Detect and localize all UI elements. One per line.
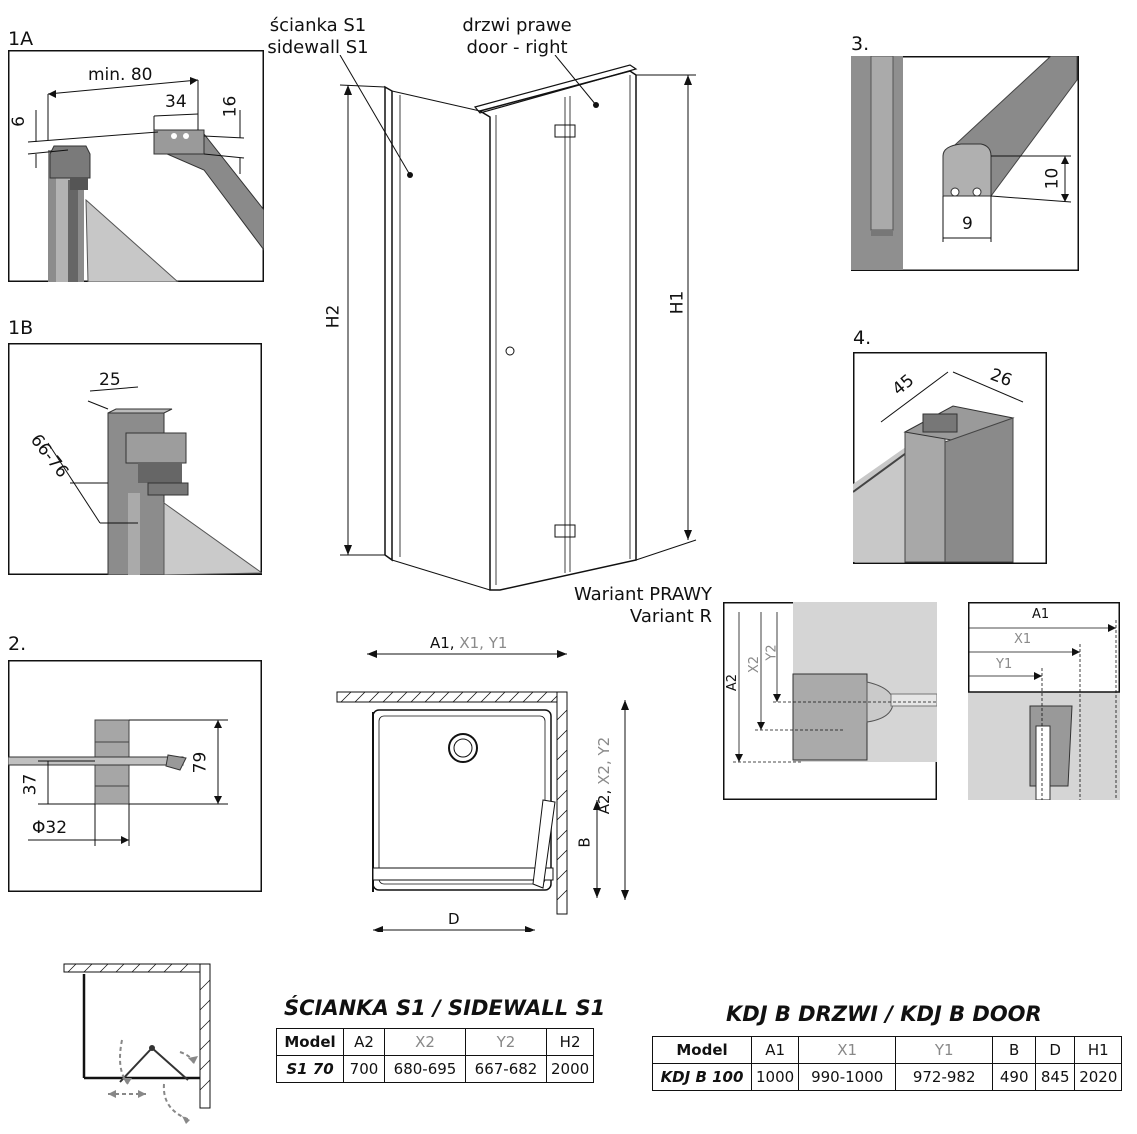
- dim-phi32: Φ32: [32, 818, 68, 838]
- plan-dim-d: D: [448, 910, 460, 928]
- main-elevation-drawing: [339, 55, 697, 591]
- door-cell-b: 490: [992, 1063, 1037, 1091]
- variant-caption: Wariant PRAWY Variant R: [552, 584, 712, 628]
- plan-dim-a1-black: A1,: [430, 634, 455, 652]
- door-th-h1: H1: [1074, 1036, 1123, 1064]
- sidewall-cell-h2: 2000: [545, 1055, 595, 1083]
- dim-6: 6: [8, 116, 29, 127]
- detail-2-drawing: [8, 660, 262, 892]
- front-dim-a1: A1: [1032, 607, 1050, 622]
- plan-view-drawing: [336, 650, 629, 932]
- door-cell-x1: 990-1000: [798, 1063, 897, 1091]
- sidewall-table-title: ŚCIANKA S1 / SIDEWALL S1: [284, 996, 606, 1020]
- door-callout-pl: drzwi prawe: [462, 15, 572, 36]
- dim-h2: H2: [323, 304, 344, 329]
- detail-1a-drawing: [8, 50, 264, 282]
- sidewall-th-y2: Y2: [465, 1028, 547, 1056]
- plan-dim-a2-grey: X2, Y2: [595, 736, 614, 785]
- door-table: Model A1 X1 Y1 B D H1 KDJ B 100 1000 990…: [652, 1036, 1123, 1091]
- sidewall-cell-model: S1 70: [276, 1055, 344, 1083]
- dim-16: 16: [220, 95, 241, 118]
- dim-9: 9: [962, 214, 973, 234]
- sidewall-th-a2: A2: [343, 1028, 385, 1056]
- front-dim-x1: X1: [1014, 632, 1032, 647]
- sidewall-callout: ścianka S1 sidewall S1: [258, 15, 378, 59]
- sidewall-callout-pl: ścianka S1: [269, 15, 367, 36]
- door-cell-d: 845: [1035, 1063, 1076, 1091]
- table-row: S1 70 700 680-695 667-682 2000: [276, 1055, 595, 1083]
- dim-79: 79: [190, 751, 211, 774]
- detail-4-label: 4.: [853, 327, 872, 349]
- sidewall-table-header-row: Model A2 X2 Y2 H2: [276, 1028, 595, 1056]
- door-th-a1: A1: [750, 1036, 800, 1064]
- front-dim-y1: Y1: [996, 657, 1013, 672]
- sidewall-callout-en: sidewall S1: [267, 37, 369, 58]
- table-row: KDJ B 100 1000 990-1000 972-982 490 845 …: [652, 1063, 1123, 1091]
- detail-4-drawing: [853, 352, 1047, 564]
- sidewall-cell-a2: 700: [343, 1055, 385, 1083]
- sidewall-th-h2: H2: [545, 1028, 595, 1056]
- detail-2-label: 2.: [8, 633, 27, 655]
- door-th-x1: X1: [798, 1036, 897, 1064]
- side-dim-y2: Y2: [764, 644, 780, 661]
- opening-schematic-drawing: [63, 963, 211, 1124]
- dim-34: 34: [165, 92, 187, 112]
- sidewall-th-model: Model: [276, 1028, 344, 1056]
- plan-dim-a1: A1, X1, Y1: [430, 636, 507, 651]
- sidewall-cell-x2: 680-695: [384, 1055, 466, 1083]
- door-cell-a1: 1000: [750, 1063, 800, 1091]
- dim-25: 25: [99, 370, 121, 390]
- detail-1a-label: 1A: [8, 28, 34, 50]
- variant-caption-en: Variant R: [629, 606, 712, 627]
- detail-1b-drawing: [8, 343, 262, 575]
- detail-3-drawing: [851, 56, 1079, 271]
- side-dim-x2: X2: [747, 655, 763, 674]
- plan-dim-a2-black: A2,: [595, 789, 614, 815]
- detail-3-label: 3.: [851, 33, 870, 55]
- dim-min80: min. 80: [88, 65, 153, 85]
- door-th-d: D: [1035, 1036, 1076, 1064]
- door-callout: drzwi prawe door - right: [452, 15, 582, 59]
- dim-h1: H1: [667, 290, 688, 315]
- sidewall-th-x2: X2: [384, 1028, 466, 1056]
- door-table-header-row: Model A1 X1 Y1 B D H1: [652, 1036, 1123, 1064]
- side-dim-a2: A2: [725, 673, 741, 692]
- dim-37: 37: [20, 773, 41, 796]
- front-measure-drawing: [968, 602, 1120, 800]
- door-th-b: B: [992, 1036, 1037, 1064]
- door-callout-en: door - right: [466, 37, 568, 58]
- detail-1b-label: 1B: [8, 317, 34, 339]
- side-measure-drawing: [723, 602, 937, 800]
- door-th-y1: Y1: [895, 1036, 994, 1064]
- plan-dim-a2: A2, X2, Y2: [595, 736, 614, 815]
- plan-dim-a1-grey: X1, Y1: [459, 634, 508, 652]
- door-th-model: Model: [652, 1036, 752, 1064]
- plan-dim-b: B: [575, 837, 594, 848]
- door-table-title: KDJ B DRZWI / KDJ B DOOR: [726, 1002, 1042, 1026]
- dim-10: 10: [1042, 167, 1063, 190]
- sidewall-table: Model A2 X2 Y2 H2 S1 70 700 680-695 667-…: [276, 1028, 595, 1083]
- door-cell-model: KDJ B 100: [652, 1063, 752, 1091]
- sidewall-cell-y2: 667-682: [465, 1055, 547, 1083]
- door-cell-y1: 972-982: [895, 1063, 994, 1091]
- variant-caption-pl: Wariant PRAWY: [573, 584, 712, 605]
- door-cell-h1: 2020: [1074, 1063, 1123, 1091]
